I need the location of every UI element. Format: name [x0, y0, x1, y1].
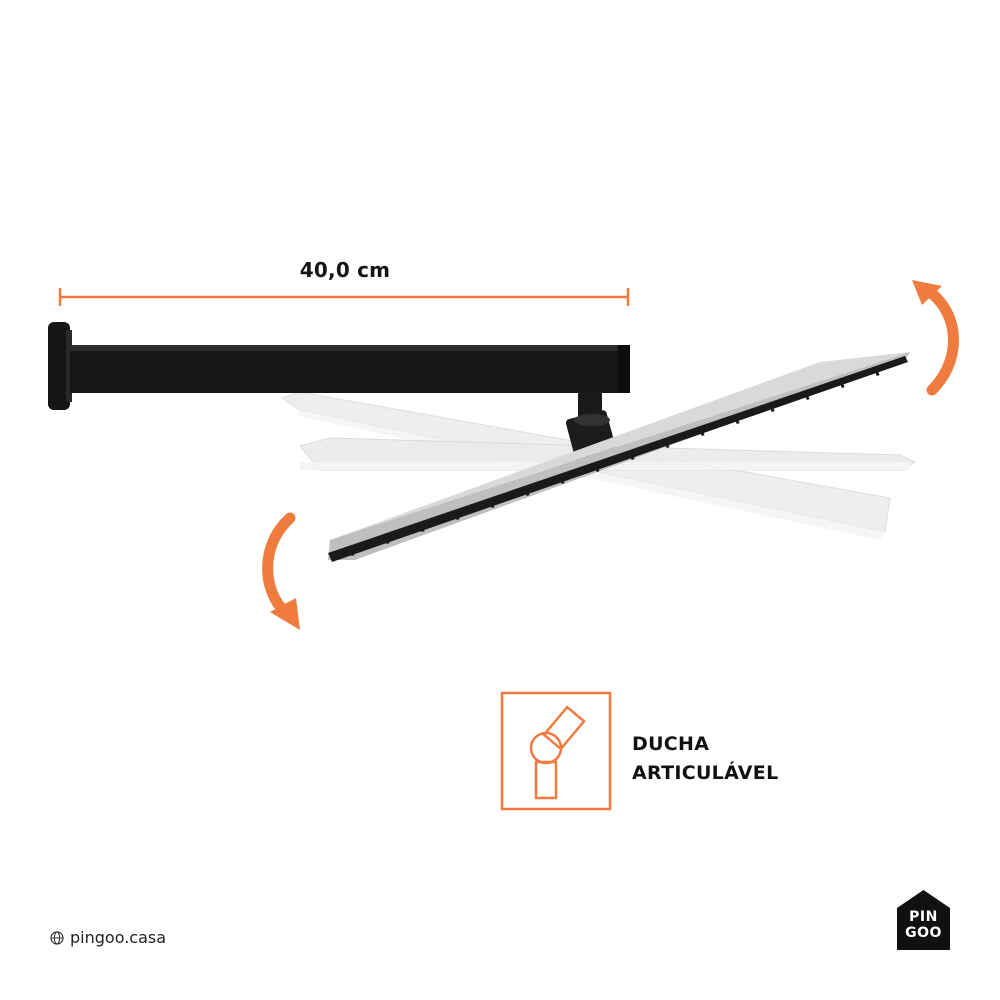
logo-house-shape [897, 890, 950, 950]
logo-text-line-1: PIN [909, 909, 938, 925]
footer-website[interactable]: pingoo.casa [50, 928, 166, 947]
dimension-label: 40,0 cm [299, 258, 391, 282]
feature-title: DUCHA ARTICULÁVEL [632, 730, 779, 788]
wall-flange [48, 322, 72, 410]
articulated-joint-icon [500, 691, 612, 811]
shower-head [328, 352, 910, 562]
curved-arrow-up-icon [912, 280, 959, 396]
globe-icon [50, 930, 64, 945]
website-link[interactable]: pingoo.casa [70, 928, 167, 947]
logo-text-line-2: GOO [905, 925, 942, 941]
brand-logo: PIN GOO [897, 890, 950, 950]
curved-arrow-down-icon [262, 512, 300, 630]
feature-title-line-2: ARTICULÁVEL [632, 762, 779, 784]
shower-arm [70, 345, 630, 393]
dimension-line [58, 288, 630, 306]
feature-title-line-1: DUCHA [632, 733, 710, 755]
